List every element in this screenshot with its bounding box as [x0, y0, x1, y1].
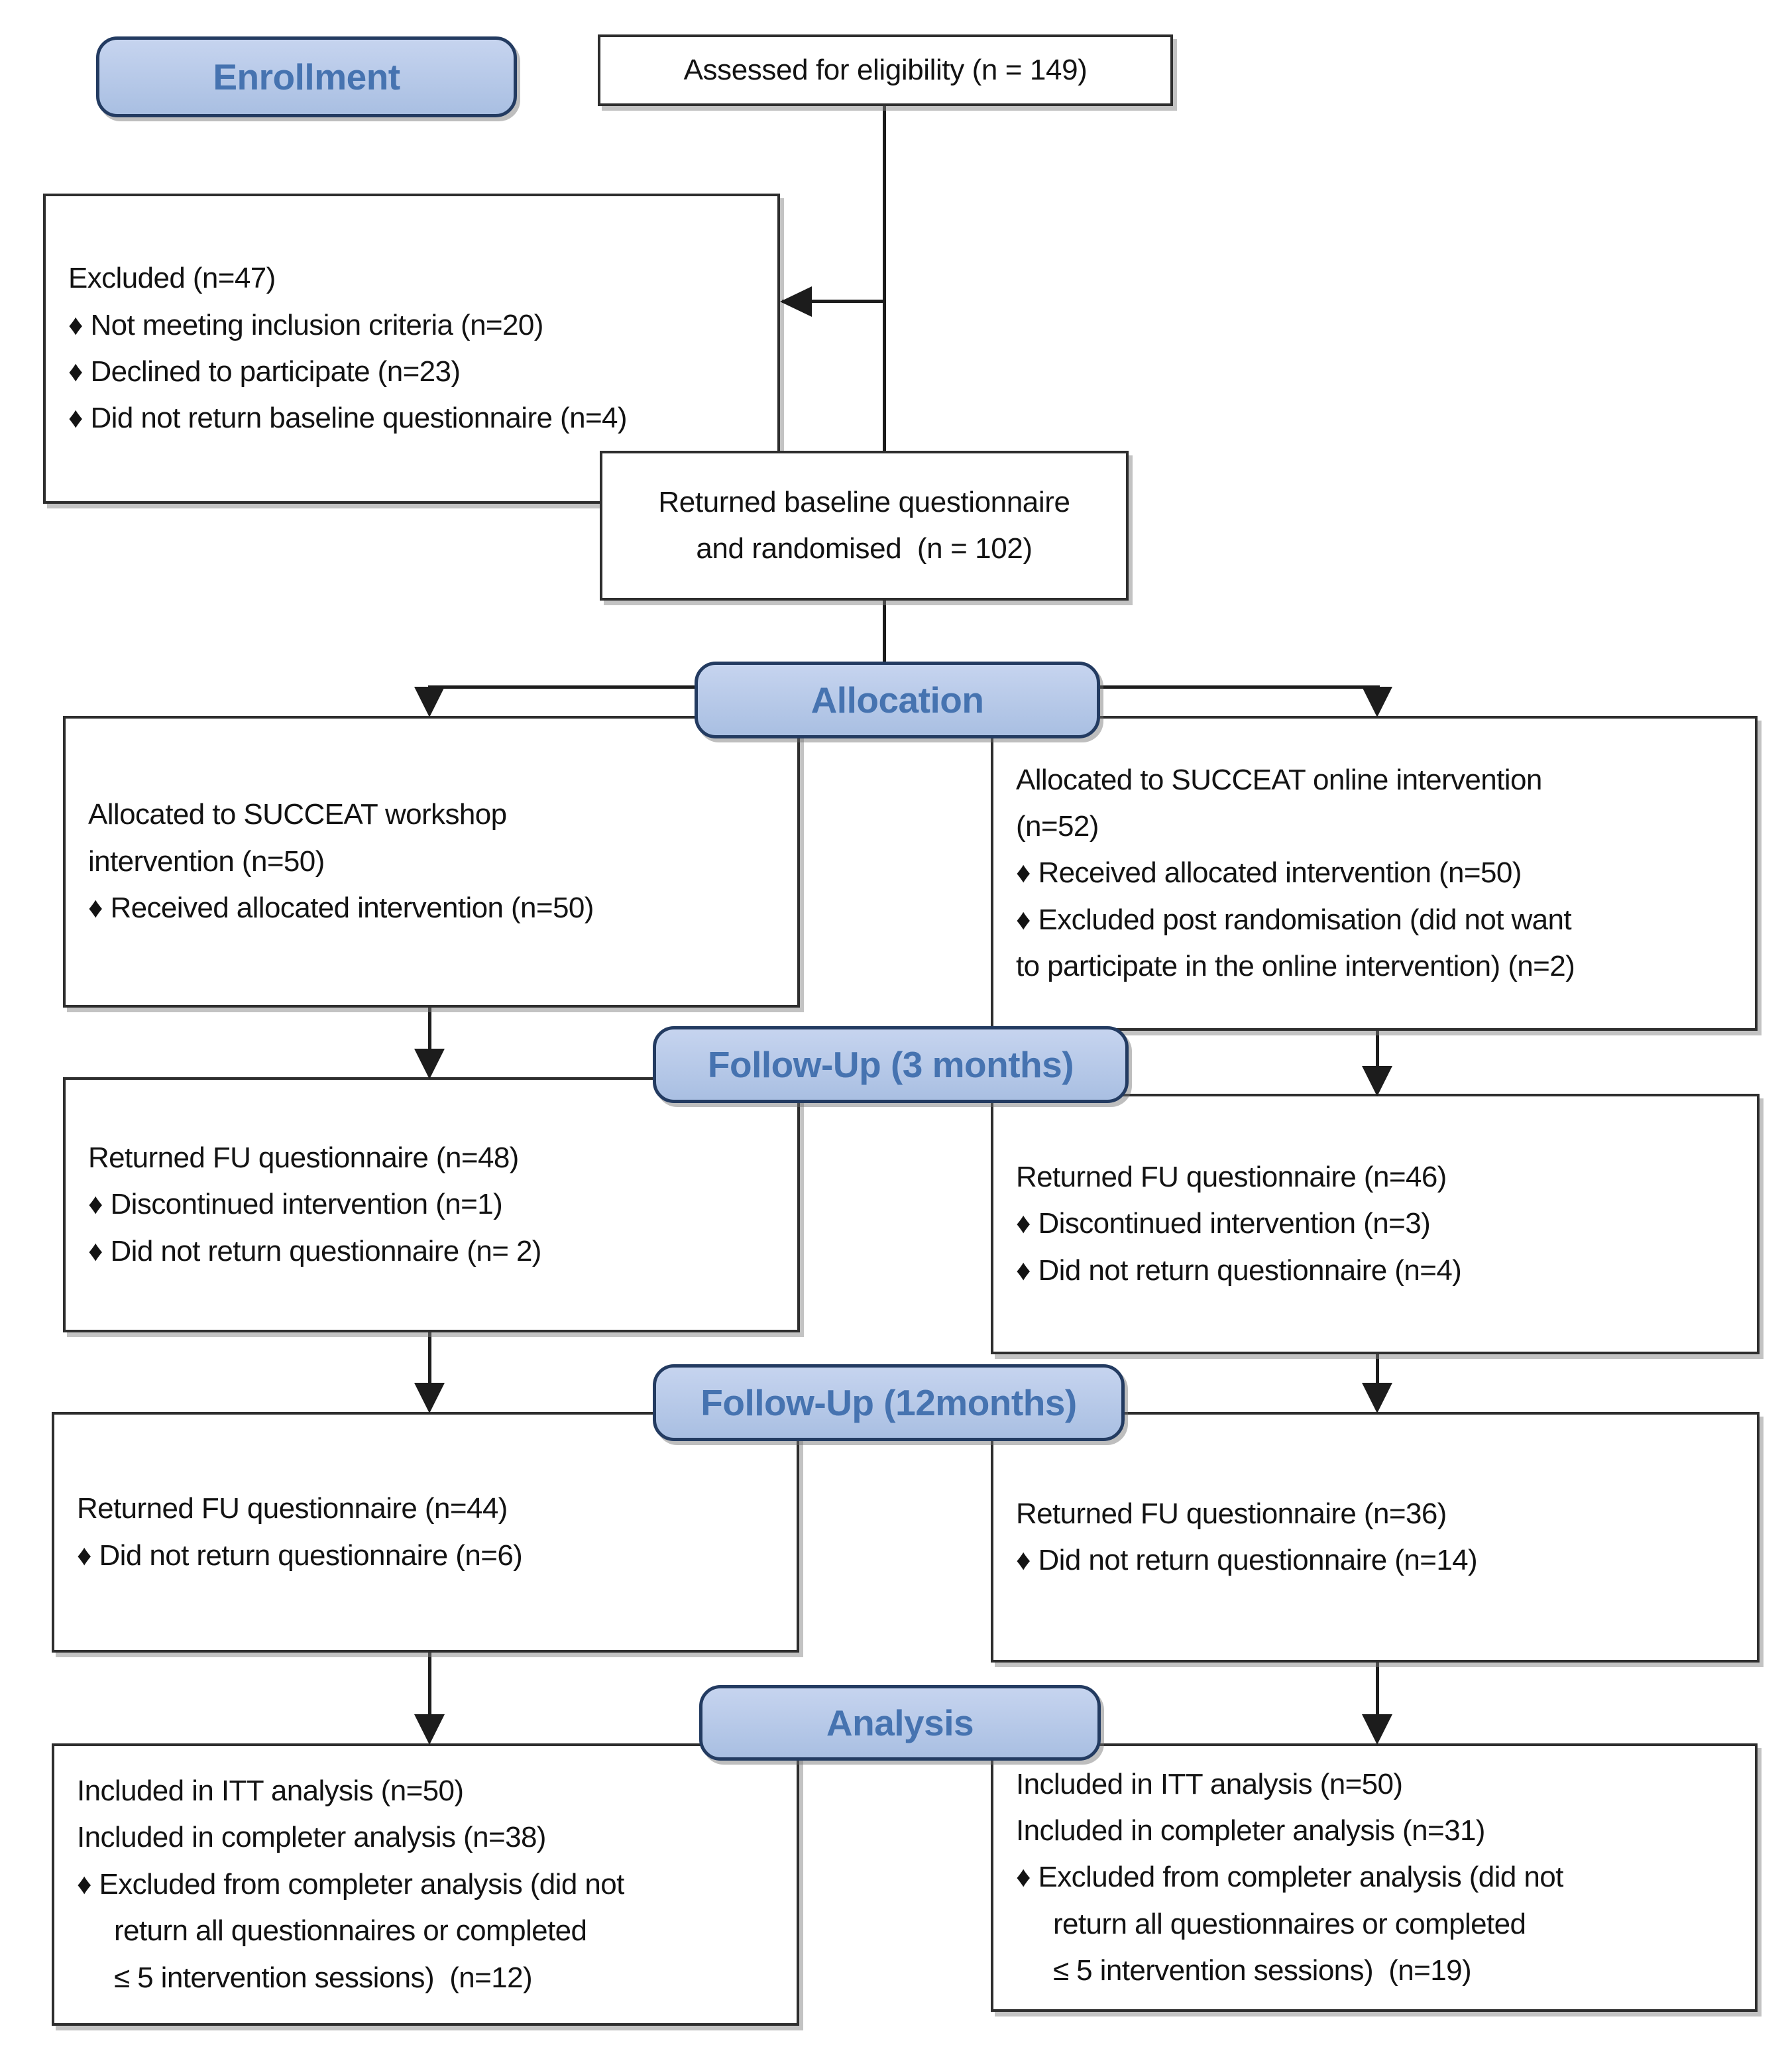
followup3-online-item: ♦ Did not return questionnaire (n=4)	[1016, 1254, 1462, 1287]
connector-branch-to-excluded	[782, 300, 885, 303]
connector-fu12right-to-analysisright	[1376, 1663, 1379, 1717]
allocation-workshop-item: ♦ Received allocated intervention (n=50)	[88, 892, 594, 925]
followup3-workshop-text: Returned FU questionnaire (n=48)	[88, 1141, 519, 1174]
excluded-item: ♦ Not meeting inclusion criteria (n=20)	[68, 308, 543, 341]
allocation-online-text: (n=52)	[1016, 809, 1099, 843]
arrowhead-down-alloc-left-icon	[414, 687, 445, 717]
allocation-stage-pill: Allocation	[695, 662, 1100, 738]
followup3-stage-pill: Follow-Up (3 months)	[653, 1026, 1129, 1103]
connector-randomised-to-split	[883, 599, 886, 689]
analysis-online-text: Included in completer analysis (n=31)	[1016, 1814, 1485, 1847]
arrowhead-down-fu12-right-icon	[1362, 1383, 1392, 1413]
arrowhead-down-alloc-right-icon	[1362, 687, 1392, 717]
allocation-online-item: ♦ Received allocated intervention (n=50)	[1016, 856, 1522, 890]
allocation-stage-label: Allocation	[811, 679, 984, 721]
followup3-workshop-item: ♦ Discontinued intervention (n=1)	[88, 1188, 503, 1221]
allocation-online-item: ♦ Excluded post randomisation (did not w…	[1016, 903, 1572, 936]
arrowhead-down-fu12-left-icon	[414, 1383, 445, 1413]
connector-assessed-to-randomised	[883, 105, 886, 452]
arrowhead-down-fu3-left-icon	[414, 1049, 445, 1079]
followup3-stage-label: Follow-Up (3 months)	[707, 1044, 1074, 1085]
followup12-workshop-item: ♦ Did not return questionnaire (n=6)	[77, 1539, 523, 1572]
followup12-workshop-box: Returned FU questionnaire (n=44) ♦ Did n…	[52, 1412, 799, 1653]
arrowhead-left-excluded-icon	[780, 286, 812, 317]
analysis-workshop-item: ♦ Excluded from completer analysis (did …	[77, 1867, 624, 1901]
followup12-stage-label: Follow-Up (12months)	[700, 1382, 1077, 1423]
analysis-online-item: ♦ Excluded from completer analysis (did …	[1016, 1861, 1563, 1894]
assessed-eligibility-box: Assessed for eligibility (n = 149)	[598, 34, 1173, 106]
excluded-item: ♦ Declined to participate (n=23)	[68, 355, 461, 388]
connector-allocright-to-fu3right	[1376, 1029, 1379, 1071]
followup12-online-text: Returned FU questionnaire (n=36)	[1016, 1497, 1447, 1530]
allocation-online-text: Allocated to SUCCEAT online intervention	[1016, 763, 1542, 796]
enrollment-stage-label: Enrollment	[213, 56, 400, 97]
analysis-workshop-text: Included in completer analysis (n=38)	[77, 1821, 546, 1854]
analysis-online-text: Included in ITT analysis (n=50)	[1016, 1767, 1403, 1800]
followup12-online-item: ♦ Did not return questionnaire (n=14)	[1016, 1544, 1478, 1576]
arrowhead-down-analysis-right-icon	[1362, 1714, 1392, 1745]
analysis-workshop-item: return all questionnaires or completed	[114, 1914, 587, 1948]
enrollment-stage-pill: Enrollment	[96, 36, 517, 117]
analysis-online-item: return all questionnaires or completed	[1053, 1907, 1526, 1940]
followup3-online-text: Returned FU questionnaire (n=46)	[1016, 1160, 1447, 1193]
randomised-text: and randomised (n = 102)	[696, 532, 1033, 565]
allocation-online-item: to participate in the online interventio…	[1016, 950, 1575, 983]
connector-fu3right-to-fu12right	[1376, 1354, 1379, 1387]
connector-fu3left-to-fu12left	[428, 1331, 431, 1387]
allocation-workshop-text: intervention (n=50)	[88, 845, 325, 878]
allocation-workshop-box: Allocated to SUCCEAT workshop interventi…	[63, 716, 800, 1008]
analysis-stage-label: Analysis	[826, 1702, 974, 1743]
arrowhead-down-analysis-left-icon	[414, 1714, 445, 1745]
followup12-workshop-text: Returned FU questionnaire (n=44)	[77, 1492, 508, 1525]
analysis-workshop-text: Included in ITT analysis (n=50)	[77, 1775, 464, 1808]
analysis-workshop-item: ≤ 5 intervention sessions) (n=12)	[114, 1961, 533, 1994]
connector-fu12left-to-analysisleft	[428, 1653, 431, 1716]
followup12-online-box: Returned FU questionnaire (n=36) ♦ Did n…	[991, 1412, 1760, 1663]
analysis-workshop-box: Included in ITT analysis (n=50) Included…	[52, 1743, 799, 2026]
followup3-online-item: ♦ Discontinued intervention (n=3)	[1016, 1207, 1431, 1240]
followup3-workshop-item: ♦ Did not return questionnaire (n= 2)	[88, 1234, 541, 1267]
analysis-stage-pill: Analysis	[699, 1685, 1101, 1761]
randomised-text: Returned baseline questionnaire	[658, 485, 1070, 518]
assessed-eligibility-text: Assessed for eligibility (n = 149)	[683, 53, 1088, 86]
analysis-online-item: ≤ 5 intervention sessions) (n=19)	[1053, 1954, 1472, 1987]
analysis-online-box: Included in ITT analysis (n=50) Included…	[991, 1743, 1758, 2012]
allocation-online-box: Allocated to SUCCEAT online intervention…	[991, 716, 1758, 1031]
arrowhead-down-fu3-right-icon	[1362, 1066, 1392, 1096]
connector-allocleft-to-fu3left	[428, 1006, 431, 1054]
followup3-online-box: Returned FU questionnaire (n=46) ♦ Disco…	[991, 1094, 1760, 1354]
randomised-box: Returned baseline questionnaire and rand…	[600, 451, 1129, 601]
excluded-item: ♦ Did not return baseline questionnaire …	[68, 402, 628, 435]
followup3-workshop-box: Returned FU questionnaire (n=48) ♦ Disco…	[63, 1077, 800, 1332]
allocation-workshop-text: Allocated to SUCCEAT workshop	[88, 798, 507, 831]
followup12-stage-pill: Follow-Up (12months)	[653, 1364, 1125, 1441]
excluded-title: Excluded (n=47)	[68, 262, 276, 295]
